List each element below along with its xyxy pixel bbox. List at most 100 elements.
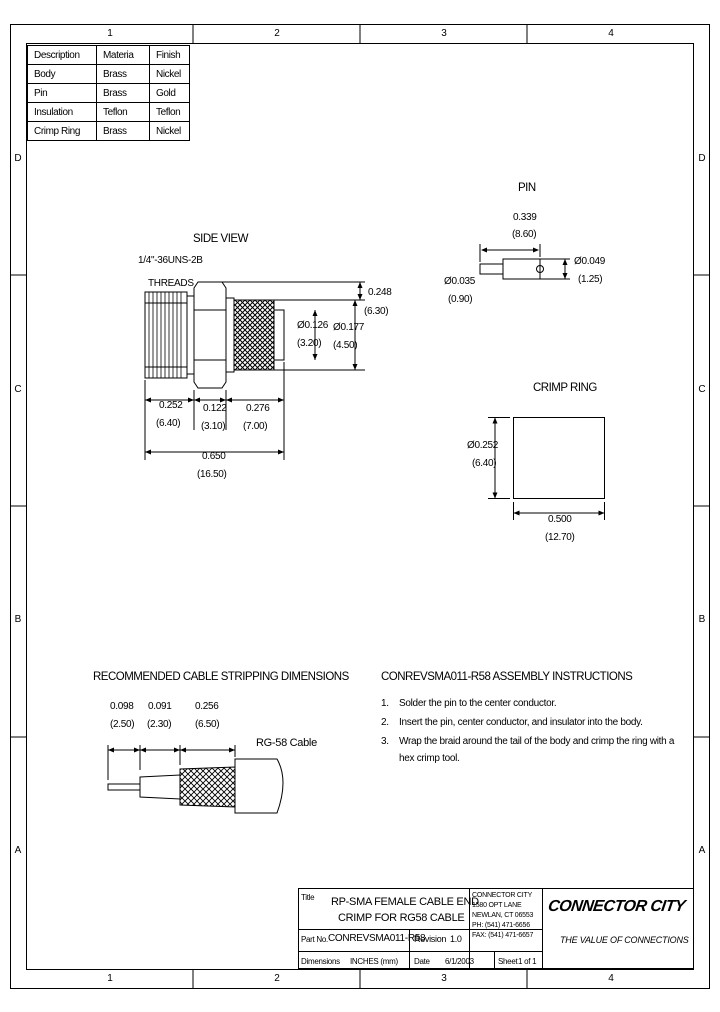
title-block-frame [298, 888, 694, 969]
strip-dim-label: 0.256 [195, 701, 219, 712]
logo-tagline: THE VALUE OF CONNECTIONS [560, 935, 689, 945]
zone-col-4-bottom: 4 [608, 973, 614, 984]
thread-label: 1/4"-36UNS-2B [138, 255, 203, 266]
table-header-cell: Materia [96, 45, 150, 65]
revision-value: 1.0 [450, 934, 462, 944]
dim-label: (6.30) [364, 306, 389, 317]
step-text: Wrap the braid around the tail of the bo… [399, 736, 675, 747]
side-view-drawing [144, 281, 365, 460]
step-number: 2. [381, 717, 389, 728]
table-cell: Gold [149, 83, 190, 103]
zone-col-3-bottom: 3 [441, 973, 447, 984]
sheet-label: Sheet [498, 957, 518, 966]
date-value: 6/1/2003 [445, 957, 474, 966]
strip-dim-label: 0.098 [110, 701, 134, 712]
drawing-title-line1: RP-SMA FEMALE CABLE END [331, 896, 479, 908]
part-no-label: Part No. [301, 935, 328, 944]
dim-label: (0.90) [448, 294, 473, 305]
step-number: 1. [381, 698, 389, 709]
table-row: Pin Brass Gold [27, 83, 190, 103]
drawing-title-line2: CRIMP FOR RG58 CABLE [338, 912, 465, 924]
pin-drawing [479, 244, 570, 280]
step-text: hex crimp tool. [399, 753, 460, 764]
dim-label: 0.650 [202, 451, 226, 462]
title-label: Title [301, 893, 315, 902]
table-cell: Teflon [96, 102, 150, 122]
dim-label: (1.25) [578, 274, 603, 285]
zone-col-3-top: 3 [441, 28, 447, 39]
strip-dim-label: 0.091 [148, 701, 172, 712]
company-address-line: PH: (541) 471-6656 [472, 922, 530, 929]
dim-label: 0.339 [513, 212, 537, 223]
zone-col-2-top: 2 [274, 28, 280, 39]
company-address-line: FAX: (541) 471-6657 [472, 932, 534, 939]
zone-row-b-left: B [14, 614, 22, 625]
zone-row-d-right: D [698, 153, 706, 164]
dimensions-value: INCHES (mm) [350, 957, 398, 966]
zone-col-1-top: 1 [107, 28, 113, 39]
table-row: Insulation Teflon Teflon [27, 102, 190, 122]
dim-label: (3.10) [201, 421, 226, 432]
logo-text: CONNECTOR CITY [546, 898, 686, 915]
dim-label: (8.60) [512, 229, 537, 240]
table-cell: Nickel [149, 64, 190, 84]
dim-label: 0.248 [368, 287, 392, 298]
dimensions-label: Dimensions [301, 957, 340, 966]
table-header-cell: Finish [149, 45, 190, 65]
company-address: CONNECTOR CITY 1580 OPT LANE NEWLAN, CT … [472, 891, 533, 941]
table-cell: Crimp Ring [27, 121, 97, 141]
cable-label: RG-58 Cable [256, 737, 317, 749]
table-row: Body Brass Nickel [27, 64, 190, 84]
company-address-line: 1580 OPT LANE [472, 902, 522, 909]
zone-col-2-bottom: 2 [274, 973, 280, 984]
zone-row-b-right: B [698, 614, 706, 625]
table-header-row: Description Materia Finish [27, 45, 190, 65]
sheet-value: 1 of 1 [518, 957, 537, 966]
dim-label: Ø0.252 [467, 440, 499, 451]
cable-stripping-drawing [107, 745, 284, 814]
zone-row-a-left: A [14, 845, 22, 856]
zone-col-1-bottom: 1 [107, 973, 113, 984]
dim-label: Ø0.049 [574, 256, 606, 267]
stripping-title: RECOMMENDED CABLE STRIPPING DIMENSIONS [93, 671, 349, 683]
dim-label: Ø0.126 [297, 320, 329, 331]
step-text: Solder the pin to the center conductor. [399, 698, 557, 709]
dim-label: (4.50) [333, 340, 358, 351]
step-number: 3. [381, 736, 389, 747]
zone-row-a-right: A [698, 845, 706, 856]
zone-row-c-right: C [698, 384, 706, 395]
step-text: Insert the pin, center conductor, and in… [399, 717, 643, 728]
dim-label: 0.252 [159, 400, 183, 411]
date-label: Date [414, 957, 430, 966]
revision-label: Revision [414, 934, 447, 944]
dim-label: (16.50) [197, 469, 227, 480]
dim-label: (3.20) [297, 338, 322, 349]
table-cell: Pin [27, 83, 97, 103]
strip-dim-label: (2.50) [110, 719, 135, 730]
table-cell: Brass [96, 64, 150, 84]
table-row: Crimp Ring Brass Nickel [27, 121, 190, 141]
pin-title: PIN [518, 182, 536, 194]
side-view-title: SIDE VIEW [193, 233, 248, 245]
strip-dim-label: (2.30) [147, 719, 172, 730]
thread-label-2: THREADS [148, 278, 194, 289]
strip-dim-label: (6.50) [195, 719, 220, 730]
table-cell: Body [27, 64, 97, 84]
company-address-line: NEWLAN, CT 06553 [472, 912, 534, 919]
dim-label: 0.276 [246, 403, 270, 414]
zone-row-c-left: C [14, 384, 22, 395]
zone-row-d-left: D [14, 153, 22, 164]
company-logo: CONNECTOR CITY THE VALUE OF CONNECTIONS [546, 890, 691, 950]
dim-label: 0.500 [548, 514, 572, 525]
dim-label: 0.122 [203, 403, 227, 414]
company-address-line: CONNECTOR CITY [472, 892, 533, 899]
table-cell: Nickel [149, 121, 190, 141]
dim-label: Ø0.035 [444, 276, 476, 287]
table-cell: Insulation [27, 102, 97, 122]
dim-label: (12.70) [545, 532, 575, 543]
dim-label: (7.00) [243, 421, 268, 432]
crimp-ring-drawing [488, 417, 605, 520]
dim-label: (6.40) [156, 418, 181, 429]
zone-col-4-top: 4 [608, 28, 614, 39]
